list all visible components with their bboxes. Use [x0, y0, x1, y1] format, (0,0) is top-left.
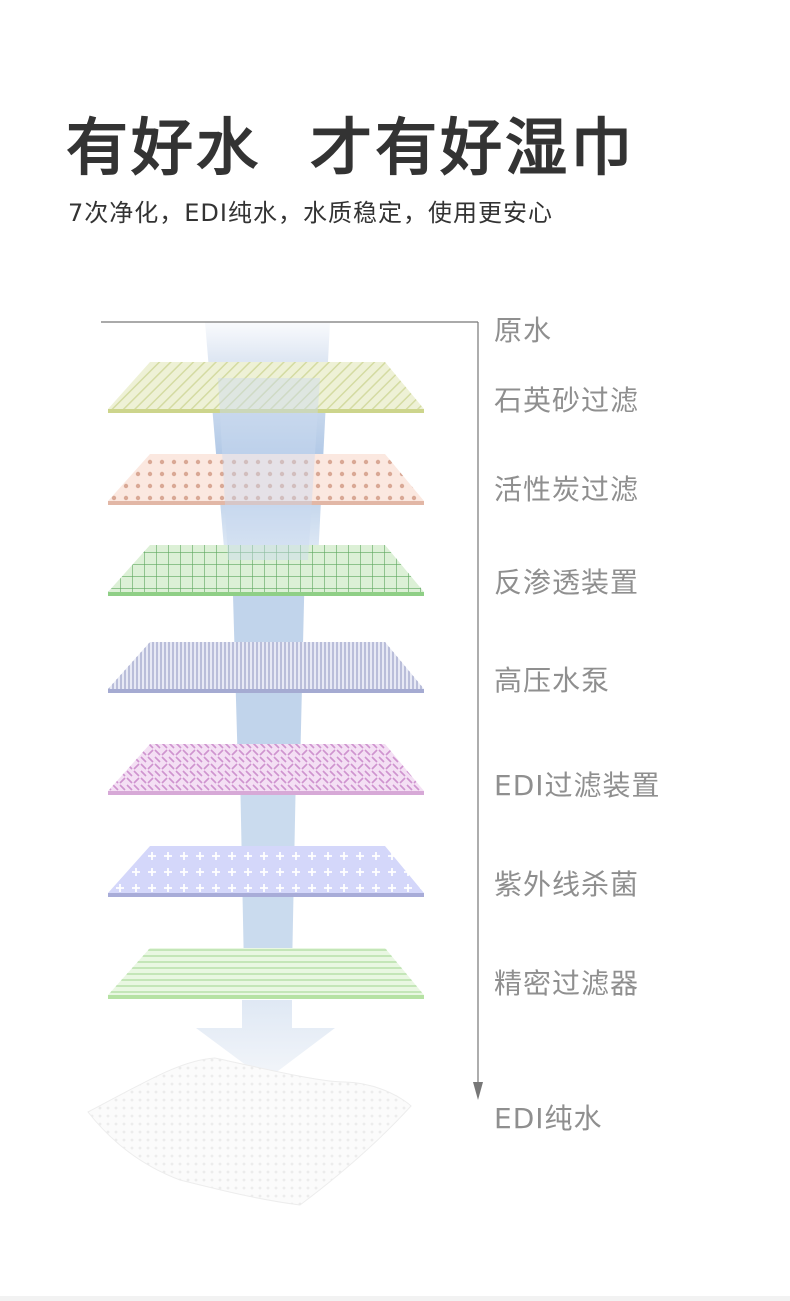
stage-label-quartz-sand: 石英砂过滤: [494, 384, 640, 417]
filter-plate-precision-filter: [108, 948, 424, 999]
filter-plate-edi: [108, 744, 424, 795]
water-flow-overlay: [218, 378, 320, 560]
filter-plate-high-pressure-pump: [108, 642, 424, 693]
filter-plate-quartz-sand: [108, 362, 424, 413]
filter-plate-activated-carbon: [108, 454, 424, 505]
wet-wipe-icon: [87, 1057, 412, 1206]
stage-label-reverse-osmosis: 反渗透装置: [494, 566, 640, 599]
stage-label-uv-sterilization: 紫外线杀菌: [494, 868, 640, 901]
page-title: 有好水 才有好湿巾: [66, 111, 636, 184]
filter-plate-uv-sterilization: [108, 846, 424, 897]
stage-label-activated-carbon: 活性炭过滤: [494, 473, 640, 506]
stage-label-edi-pure-water: EDI纯水: [494, 1102, 603, 1135]
filter-plate-reverse-osmosis: [108, 545, 424, 596]
stage-label-high-pressure-pump: 高压水泵: [494, 664, 611, 697]
stage-label-edi-device: EDI过滤装置: [494, 769, 661, 802]
stage-label-raw-water: 原水: [494, 314, 553, 347]
process-flow-line: [101, 321, 483, 1100]
bottom-divider: [0, 1296, 790, 1301]
page-subtitle: 7次净化，EDI纯水，水质稳定，使用更安心: [68, 199, 553, 227]
down-arrow-icon: [196, 1000, 335, 1080]
stage-label-precision-filter: 精密过滤器: [494, 967, 640, 1000]
